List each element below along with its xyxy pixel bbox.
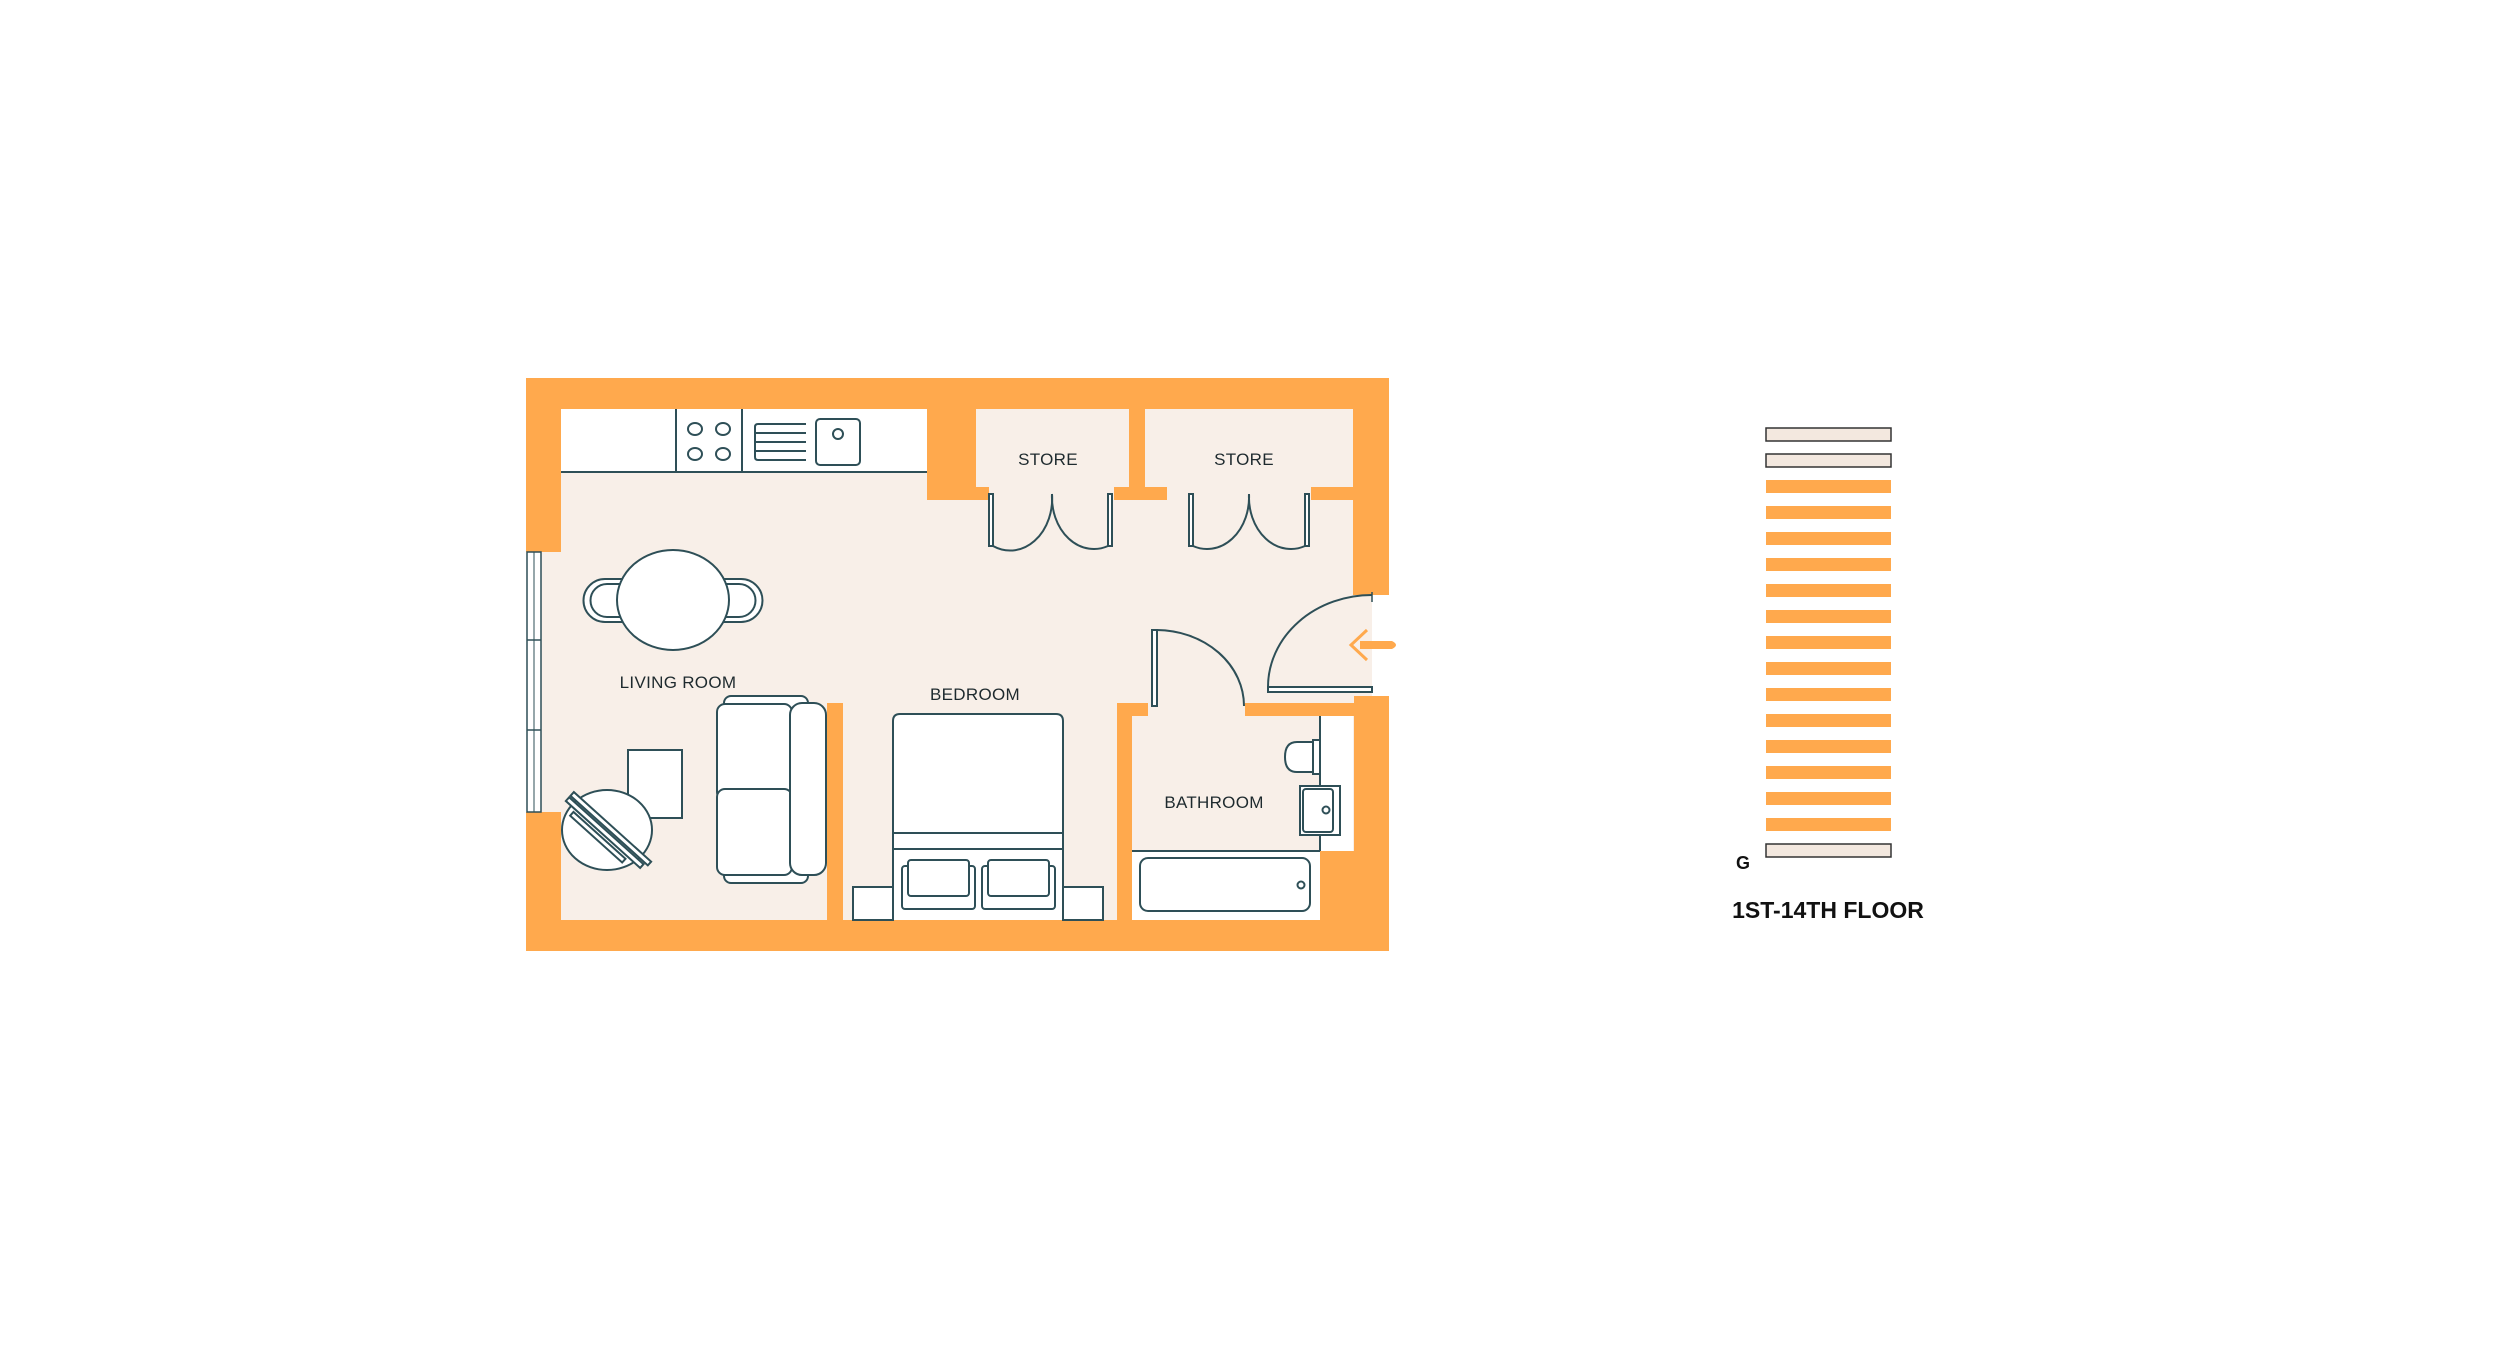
floor-bar-3 — [1766, 766, 1891, 779]
room-label-bathroom: BATHROOM — [1164, 793, 1263, 812]
floor-bar-14 — [1766, 480, 1891, 493]
floor-bar-10 — [1766, 584, 1891, 597]
door-icon — [988, 493, 1113, 552]
door-icon — [1151, 629, 1245, 707]
hob-icon — [687, 422, 731, 461]
room-label-living: LIVING ROOM — [620, 673, 737, 692]
drainer-icon — [754, 423, 806, 461]
floor-bar-5 — [1766, 714, 1891, 727]
walls — [526, 378, 1389, 951]
room-label-store-1: STORE — [1018, 450, 1078, 469]
window-icon — [526, 551, 542, 813]
side-table-icon — [561, 789, 653, 871]
bed-icon — [852, 713, 1104, 921]
floor-bars — [1765, 427, 1892, 858]
floor-bar-4 — [1766, 740, 1891, 753]
floor-bar-1 — [1766, 818, 1891, 831]
toilet-icon — [1283, 739, 1321, 775]
entrance-arrow-icon — [1348, 628, 1396, 662]
sofa-icon — [716, 695, 827, 884]
floor-bar-top-2 — [1765, 427, 1892, 442]
floor-bar-9 — [1766, 610, 1891, 623]
floor-range-title: 1ST-14TH FLOOR — [1732, 897, 1924, 923]
floor-bar-13 — [1766, 506, 1891, 519]
floor-bar-G — [1765, 843, 1892, 858]
basin-icon — [1299, 785, 1341, 836]
dining-table-icon — [582, 549, 764, 651]
sink-icon — [815, 418, 861, 466]
room-label-store-2: STORE — [1214, 450, 1274, 469]
bathtub-icon — [1139, 857, 1311, 912]
floor-bar-7 — [1766, 662, 1891, 675]
floor-bar-12 — [1766, 532, 1891, 545]
ground-floor-label: G — [1736, 853, 1750, 873]
door-icon — [1188, 493, 1310, 550]
room-label-bedroom: BEDROOM — [930, 685, 1020, 704]
door-icon — [1267, 592, 1373, 693]
floor-bar-6 — [1766, 688, 1891, 701]
floor-bar-2 — [1766, 792, 1891, 805]
kitchen-counter-icon — [561, 409, 927, 473]
floor-bar-8 — [1766, 636, 1891, 649]
floor-level-indicator: G 1ST-14TH FLOOR — [1732, 427, 1924, 923]
floor-bar-11 — [1766, 558, 1891, 571]
floor-bar-top-1 — [1765, 453, 1892, 468]
